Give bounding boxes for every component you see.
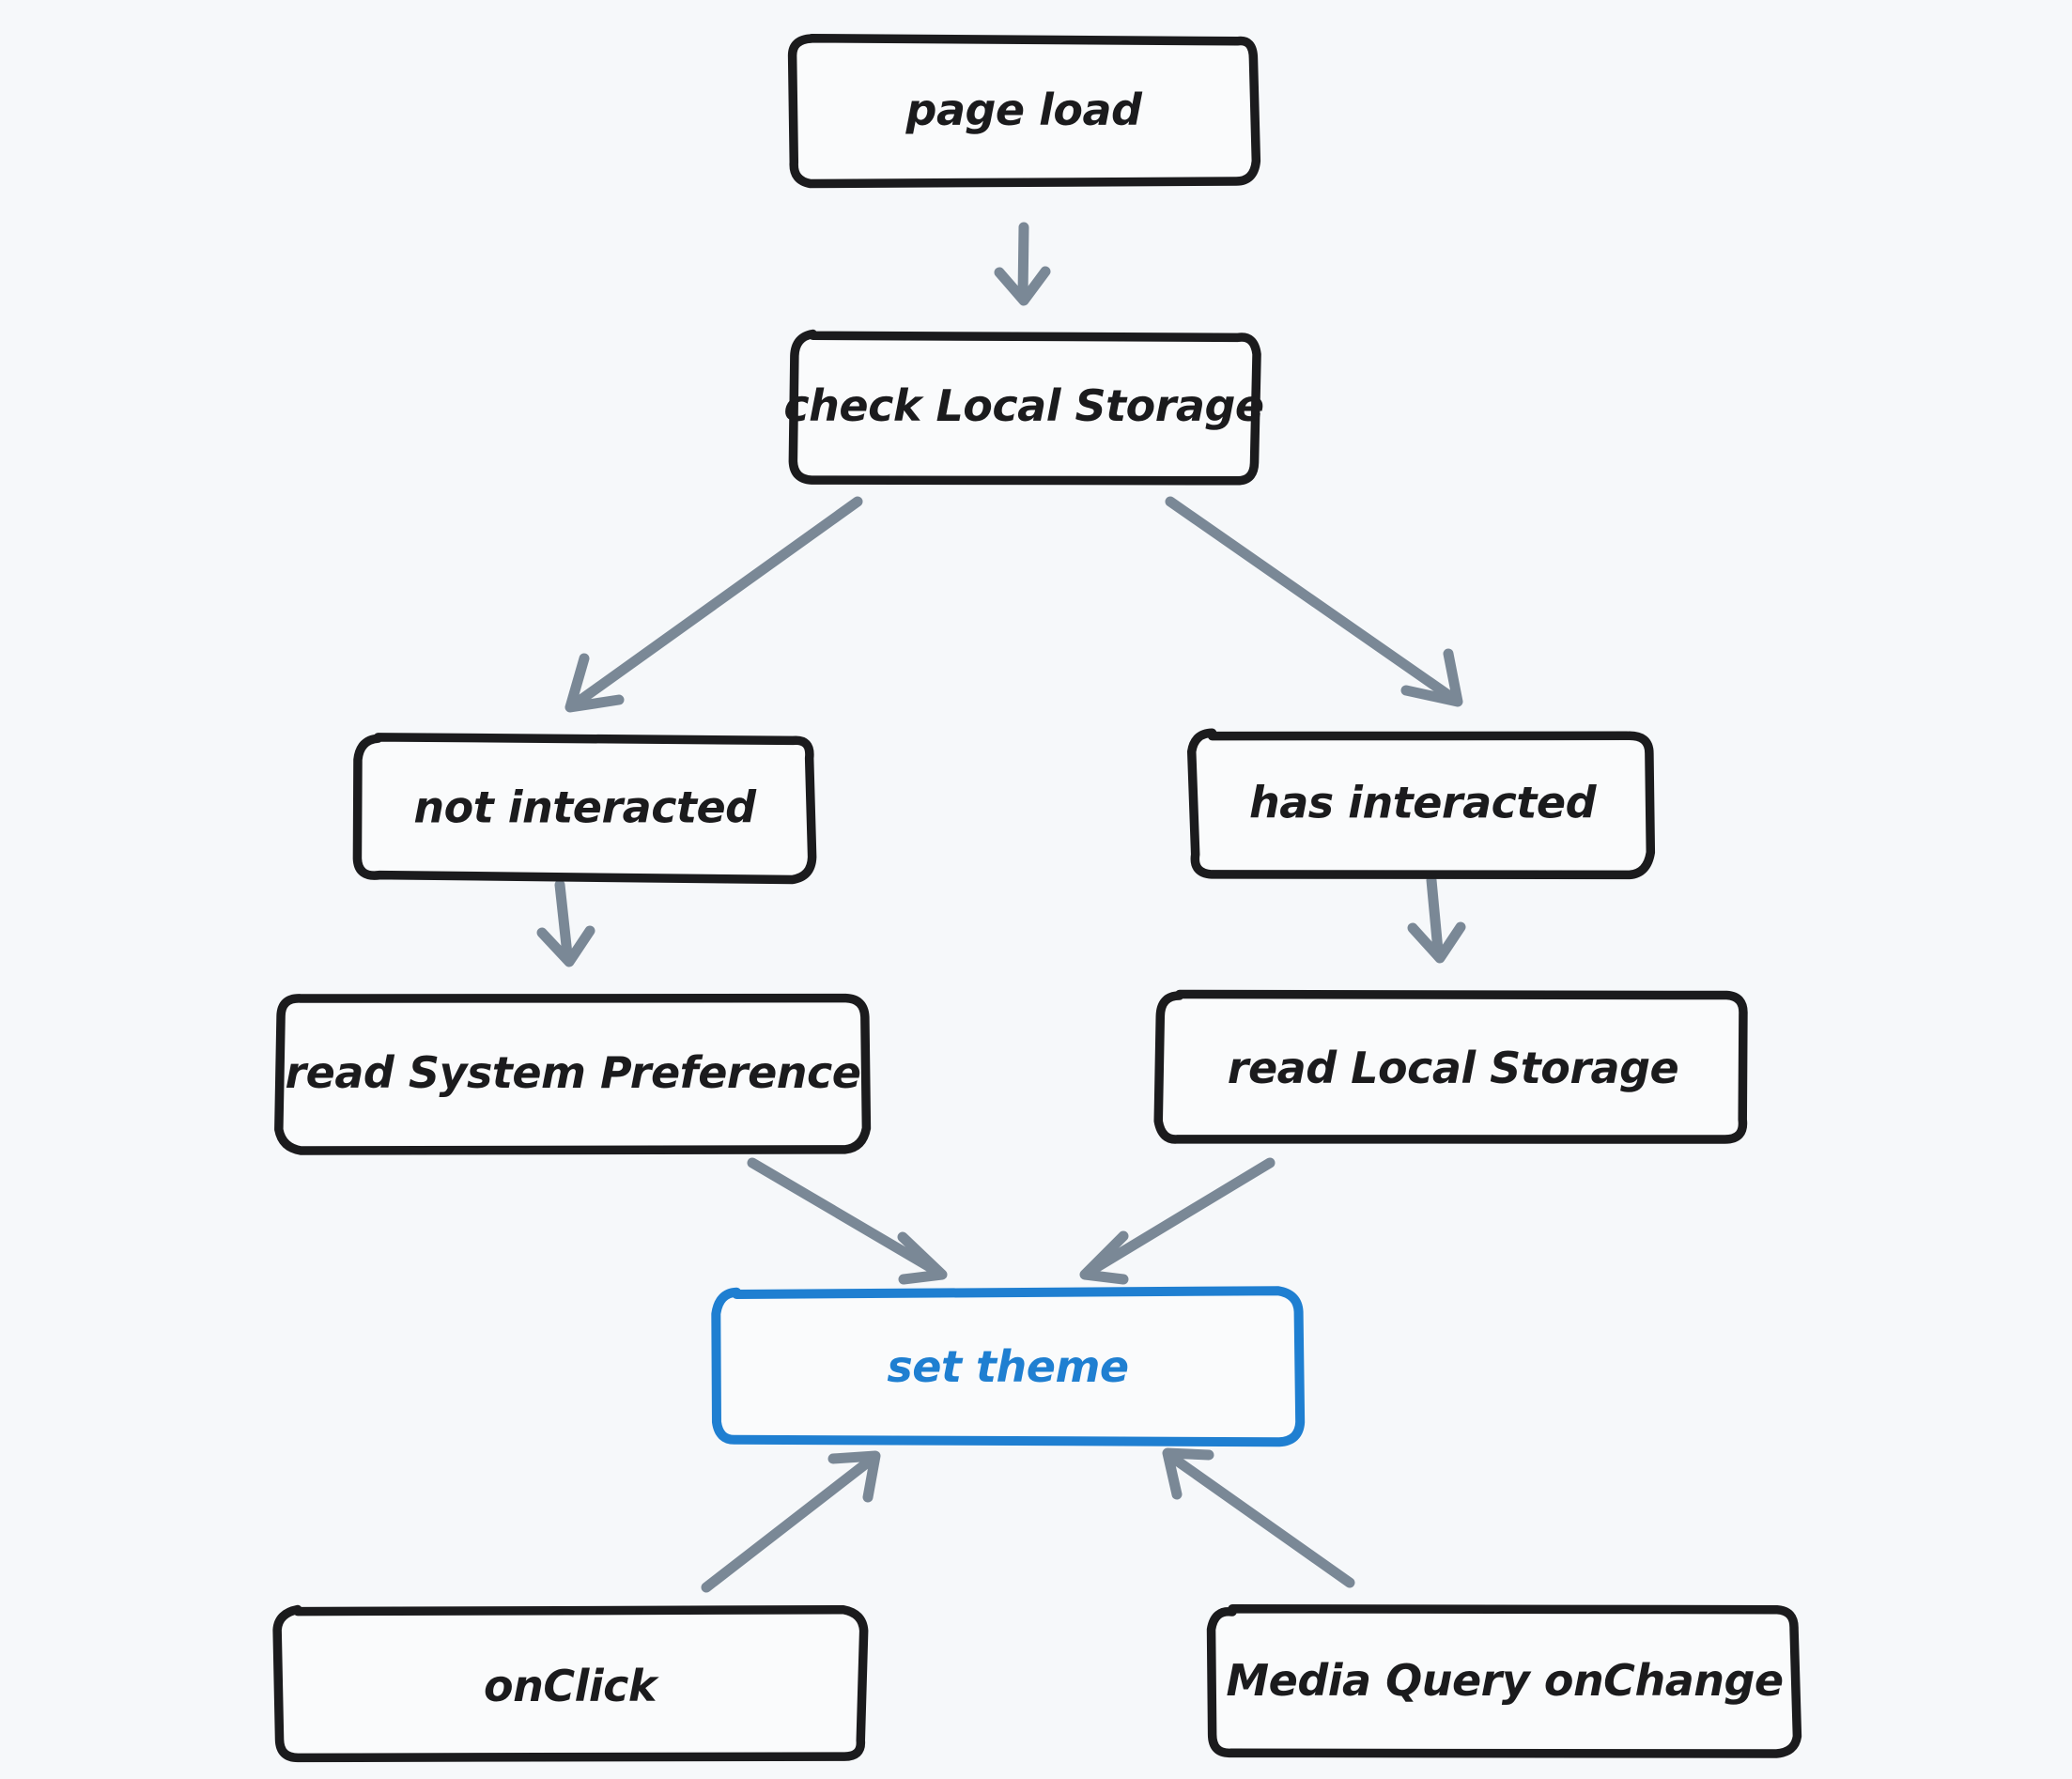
node-box-set-theme: [711, 1286, 1306, 1447]
node-read-local-storage[interactable]: read Local Storage: [1153, 989, 1748, 1144]
node-set-theme[interactable]: set theme: [711, 1286, 1306, 1447]
node-page-load[interactable]: page load: [787, 33, 1261, 189]
edge-page-load-to-check-local-storage: [994, 222, 1051, 306]
node-label-media-query: Media Query onChange: [1226, 1655, 1783, 1706]
nodes-layer: page load check Local Storage not interact…: [272, 33, 1802, 1763]
node-label-read-system-pref: read System Preference: [286, 1047, 861, 1098]
edge-not-interacted-to-read-system-preference: [536, 879, 595, 967]
node-has-interacted[interactable]: has interacted: [1186, 728, 1656, 880]
edge-has-interacted-to-read-local-storage: [1407, 874, 1466, 964]
node-not-interacted[interactable]: not interacted: [352, 733, 817, 885]
node-read-system-pref[interactable]: read System Preference: [274, 993, 872, 1155]
node-label-check-local-storage: check Local Storage: [783, 380, 1263, 431]
node-box-has-interacted: [1186, 728, 1656, 880]
node-box-read-system-pref: [274, 993, 872, 1155]
edges-layer: [536, 222, 1466, 1593]
edge-media-query-to-set-theme: [1162, 1447, 1355, 1588]
edge-check-local-storage-to-not-interacted: [564, 496, 863, 713]
node-box-media-query: [1206, 1604, 1802, 1758]
node-box-onclick: [272, 1604, 869, 1763]
edge-read-system-preference-to-set-theme: [747, 1157, 948, 1285]
node-label-page-load: page load: [905, 85, 1144, 135]
node-check-local-storage[interactable]: check Local Storage: [783, 329, 1264, 486]
edge-onclick-to-set-theme: [701, 1450, 881, 1593]
node-label-read-local-storage: read Local Storage: [1228, 1043, 1678, 1093]
node-label-not-interacted: not interacted: [413, 782, 757, 833]
node-box-read-local-storage: [1153, 989, 1748, 1144]
node-onclick[interactable]: onClick: [272, 1604, 869, 1763]
node-box-page-load: [787, 33, 1261, 189]
node-box-not-interacted: [352, 733, 817, 885]
node-label-onclick: onClick: [484, 1661, 659, 1711]
node-label-has-interacted: has interacted: [1249, 778, 1598, 828]
node-media-query[interactable]: Media Query onChange: [1206, 1604, 1802, 1758]
edge-read-local-storage-to-set-theme: [1079, 1157, 1276, 1285]
edge-check-local-storage-to-has-interacted: [1165, 496, 1463, 707]
node-label-set-theme: set theme: [887, 1341, 1128, 1392]
node-box-check-local-storage: [788, 329, 1261, 486]
